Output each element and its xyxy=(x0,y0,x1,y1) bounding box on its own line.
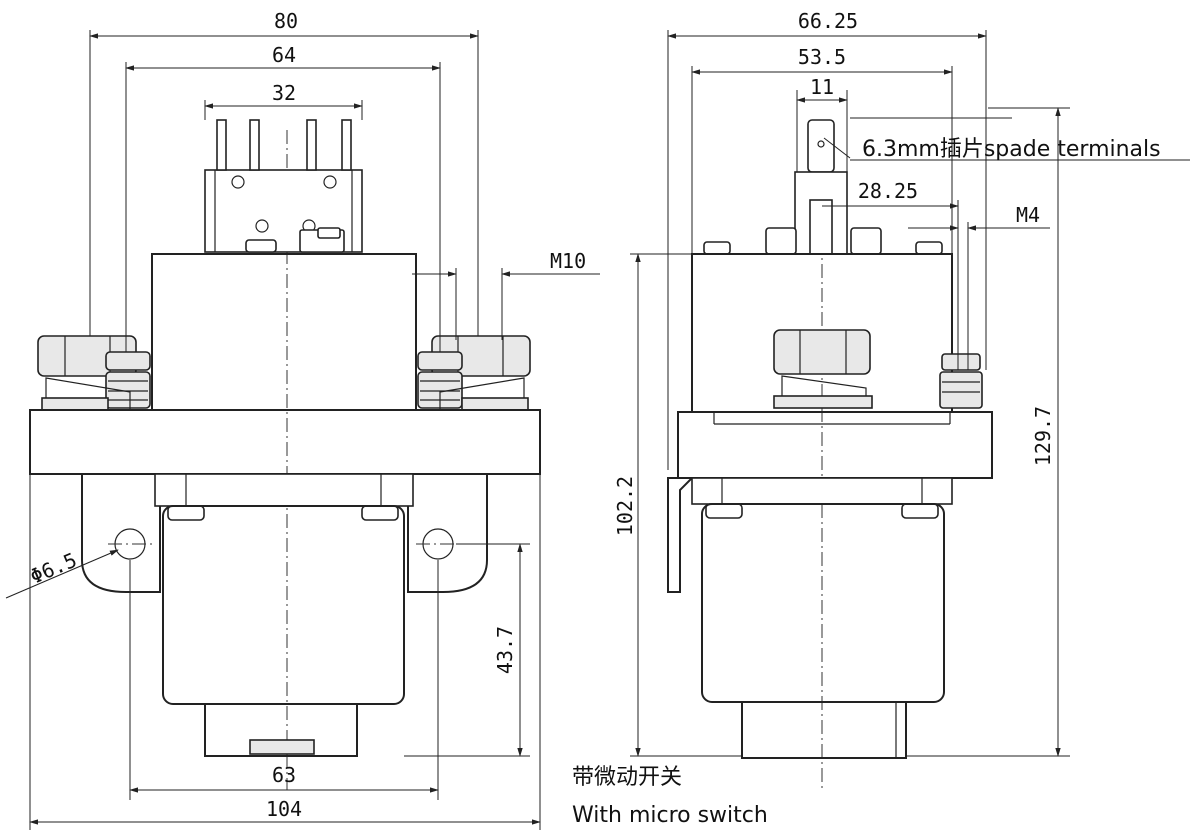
base-plate xyxy=(29,409,541,475)
dim-bracket-height: 102.2 xyxy=(613,476,637,536)
dim-base-width: 104 xyxy=(266,797,302,821)
bottom-connector xyxy=(204,703,358,757)
side-view: 66.25 53.5 11 28.25 M4 6.3mm插片spade term… xyxy=(613,9,1190,790)
connector-latch xyxy=(249,739,315,755)
dim-side-body-width: 53.5 xyxy=(798,45,846,69)
right-terminal-nut xyxy=(417,335,531,411)
side-small-stud xyxy=(939,353,983,409)
dim-side-overall-width: 66.25 xyxy=(798,9,858,33)
coil-body xyxy=(162,505,405,705)
dim-switch-width: 32 xyxy=(272,81,296,105)
side-base-plate xyxy=(677,411,993,479)
side-center-nut xyxy=(773,329,873,409)
note-english: With micro switch xyxy=(572,803,768,828)
micro-switch xyxy=(204,119,363,253)
dim-overall-height: 129.7 xyxy=(1031,406,1055,466)
left-terminal-nut xyxy=(37,335,151,411)
dim-thread-m4: M4 xyxy=(1016,203,1040,227)
dim-spade-width: 11 xyxy=(810,75,834,99)
dim-terminal-span: 64 xyxy=(272,43,296,67)
clamp-strip xyxy=(154,473,414,507)
note-chinese: 带微动开关 xyxy=(572,765,682,790)
spade-terminal-label: 6.3mm插片spade terminals xyxy=(862,137,1161,162)
dim-spade-offset: 28.25 xyxy=(858,179,918,203)
side-bracket xyxy=(667,477,695,593)
dim-bottom-span: 63 xyxy=(272,763,296,787)
dim-mount-height: 43.7 xyxy=(493,626,517,674)
note: 带微动开关 With micro switch xyxy=(572,765,768,828)
left-mount-ear xyxy=(81,473,161,593)
dim-hole-diameter: Φ6.5 xyxy=(27,548,81,589)
spade-terminal xyxy=(794,119,848,255)
dim-overall-width: 80 xyxy=(274,9,298,33)
upper-housing xyxy=(151,253,417,411)
dim-thread-m10: M10 xyxy=(550,249,586,273)
front-view: 80 64 32 63 104 M10 Φ6.5 43.7 xyxy=(5,9,600,830)
right-mount-ear xyxy=(407,473,488,593)
side-clamp-strip xyxy=(691,477,953,505)
side-coil-body xyxy=(701,503,945,703)
side-bottom-connector xyxy=(741,701,907,759)
